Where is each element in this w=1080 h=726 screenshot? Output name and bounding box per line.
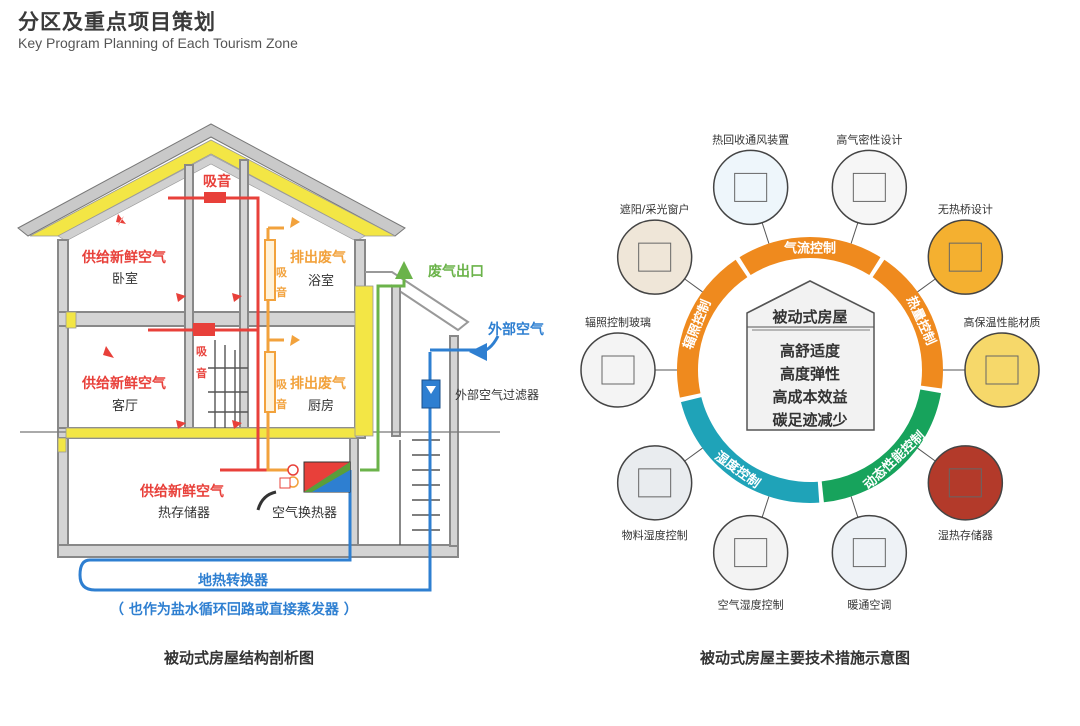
- page-title: 分区及重点项目策划: [18, 10, 216, 34]
- insulation-material-icon: [964, 332, 1040, 408]
- exchanger-arrow-icon: [256, 490, 277, 511]
- connector-line: [684, 278, 703, 293]
- connector-line: [761, 222, 770, 244]
- room-kitchen: 厨房: [308, 398, 334, 414]
- airtight-design-icon: [831, 149, 908, 226]
- insulation: [57, 285, 374, 453]
- heat-exchanger-label: 空气换热器: [272, 505, 337, 521]
- heat-storage-label: 热存储器: [158, 506, 210, 521]
- center-title: 被动式房屋: [772, 308, 847, 326]
- tech-caption: 被动式房屋主要技术措施示意图: [700, 649, 911, 667]
- tech-item-label: 辐照控制玻璃: [585, 315, 651, 329]
- tech-item-label: 无热桥设计: [938, 203, 993, 216]
- absorb-left-label-2: 音: [196, 366, 207, 380]
- exhaust-label-1: 排出废气: [290, 249, 346, 266]
- absorber-top: [204, 192, 226, 203]
- ring-segment-2: [872, 259, 943, 389]
- tech-item-label: 暖通空调: [847, 598, 891, 612]
- moisture-heat-storage-icon: [927, 445, 1004, 521]
- tech-item-label: 湿热存储器: [938, 528, 993, 542]
- supply-air-label-3: 供给新鲜空气: [139, 483, 224, 500]
- tech-item-label: 空气湿度控制: [718, 598, 784, 612]
- center-item-2: 高度弹性: [780, 365, 840, 383]
- absorb-low-label-2: 音: [276, 397, 287, 411]
- ground-exchanger-label: 地热转换器: [198, 572, 269, 589]
- ring-segment-1: [739, 237, 881, 276]
- absorber-mid: [193, 323, 215, 336]
- center-item-1: 高舒适度: [780, 342, 841, 360]
- room-bath: 浴室: [308, 273, 334, 289]
- waste-duct: [360, 261, 413, 472]
- ring-label-2: 热量控制: [903, 294, 939, 348]
- absorb-mid-label-2: 音: [276, 285, 287, 299]
- ring-segment-5: [676, 259, 748, 398]
- exhaust-label-2: 排出废气: [290, 375, 346, 392]
- connector-line: [850, 222, 859, 244]
- room-living: 客厅: [112, 398, 138, 414]
- heat-recovery-ventilator-icon: [712, 149, 789, 226]
- radiation-control-glass-icon: [580, 332, 656, 408]
- tech-item-label: 物料湿度控制: [622, 528, 688, 542]
- connector-line: [761, 496, 770, 518]
- center-item-3: 高成本效益: [772, 388, 847, 406]
- ring-segment-4: [680, 397, 820, 503]
- outside-air-label: 外部空气: [488, 321, 544, 338]
- exhaust-arrows: [290, 217, 300, 346]
- tech-item-label: 遮阳/采光窗户: [620, 202, 690, 216]
- supply-air-label-1: 供给新鲜空气: [81, 249, 166, 266]
- material-humidity-icon: [616, 445, 693, 521]
- exhaust-duct: [264, 226, 290, 472]
- ground-note: （ 也作为盐水循环回路或直接蒸发器 ）: [110, 601, 358, 618]
- waste-outlet-label: 废气出口: [428, 263, 484, 280]
- hvac-icon: [831, 514, 908, 591]
- connector-line: [917, 447, 936, 462]
- outside-filter-label: 外部空气过滤器: [455, 387, 539, 402]
- connector-line: [917, 278, 936, 293]
- house-caption: 被动式房屋结构剖析图: [164, 649, 315, 667]
- absorb-left-label-1: 吸: [196, 345, 208, 358]
- connector-line: [684, 447, 703, 462]
- ring-label-1: 气流控制: [784, 241, 836, 257]
- tech-item-label: 高保温性能材质: [964, 315, 1041, 329]
- room-bedroom: 卧室: [112, 271, 138, 287]
- air-humidity-icon: [712, 514, 789, 591]
- absorb-mid-label-1: 吸: [276, 266, 288, 279]
- ring-label-3: 动态性能控制: [860, 428, 928, 493]
- shading-window-icon: [616, 219, 693, 295]
- absorb-low-label-1: 吸: [276, 378, 288, 391]
- ring-segment-3: [821, 389, 941, 503]
- connector-line: [850, 496, 859, 518]
- airflow-arrows: [103, 214, 242, 429]
- center-house: [746, 280, 875, 431]
- absorb-top-label: 吸音: [203, 173, 231, 190]
- thermal-bridge-free-icon: [927, 219, 1004, 295]
- heat-exchanger-icon: [279, 461, 351, 493]
- center-item-4: 碳足迹减少: [772, 411, 847, 429]
- tech-item-label: 热回收通风装置: [712, 132, 789, 146]
- supply-air-label-2: 供给新鲜空气: [81, 375, 166, 392]
- page-subtitle: Key Program Planning of Each Tourism Zon…: [18, 35, 298, 51]
- stairs: [208, 340, 440, 545]
- tech-item-label: 高气密性设计: [836, 132, 902, 146]
